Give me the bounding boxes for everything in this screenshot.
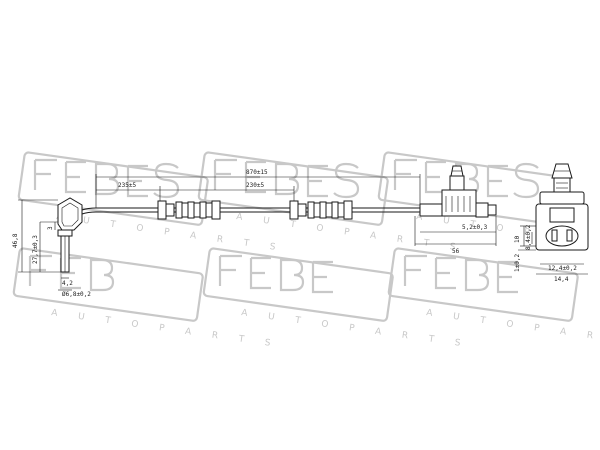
dim-connector-length: 56 [452,248,460,255]
dim-sensor-gap: 3 [47,226,54,230]
dim-segment-mid: 230±5 [246,182,264,189]
watermark-logo-lower-left: A U T O P A R T S [12,247,280,350]
grommet-left [157,200,221,220]
dim-sensor-height: 46,8 [12,233,19,248]
watermark-letters [28,158,540,294]
watermark-logo-left: A U T O P A R T S [17,151,285,254]
dim-segment-left: 235±5 [118,182,136,189]
sensor-head [40,197,83,273]
dim-plug-pin: 1±0,2 [514,254,521,272]
sensor-dimensions [18,199,72,291]
grommet-center [289,200,353,220]
dim-plug-height: 10 [514,235,521,243]
dim-tip-diameter: Ø6,8±0,2 [62,291,91,298]
dim-connector-offset: 5,2±0,3 [462,224,488,231]
dim-total-length: 870±15 [246,169,268,176]
dim-plug-inner: 8,4±0,2 [525,224,532,250]
connector-end-view [535,163,589,251]
dim-plug-width-outer: 14,4 [554,276,569,283]
dim-sensor-body: 27,7±0,3 [32,235,39,264]
end-view-dimensions [518,225,588,275]
main-dimensions [95,174,497,246]
dim-plug-width-inner: 12,4±0,2 [548,265,577,272]
connector-side [419,165,497,218]
dim-tip-width: 4,2 [62,280,73,287]
